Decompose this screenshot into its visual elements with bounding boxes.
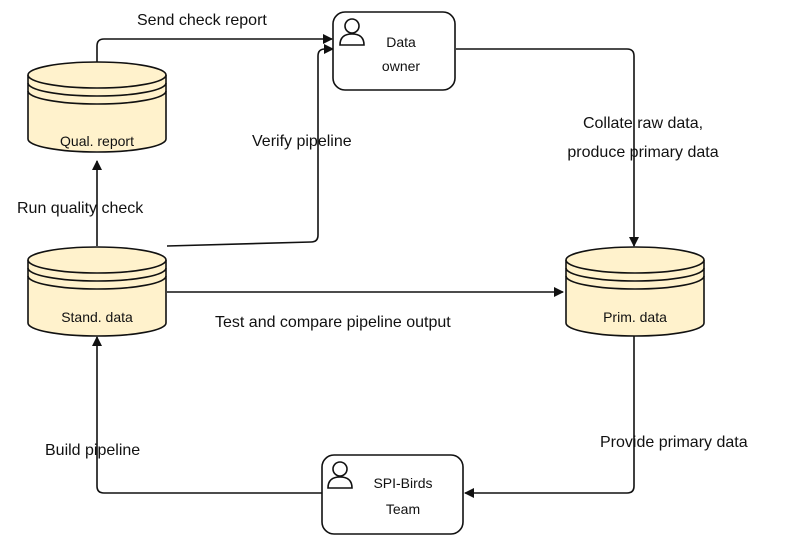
edge-label-verify-pipeline: Verify pipeline: [252, 133, 352, 150]
stand-data-database: Stand. data: [27, 246, 167, 337]
edge-label-build-pipeline: Build pipeline: [45, 442, 140, 459]
edge-collate-raw-data: [456, 48, 639, 247]
edge-label-provide-primary-data: Provide primary data: [600, 434, 748, 451]
edge-label-send-check-report: Send check report: [137, 12, 267, 29]
edge-label-run-quality-check: Run quality check: [17, 200, 144, 217]
stand-data-label: Stand. data: [61, 309, 133, 325]
data-owner-label-line2: owner: [382, 58, 420, 74]
person-icon: [327, 461, 353, 489]
spi-birds-team-box: SPI-Birds Team: [321, 454, 464, 535]
edge-verify-pipeline: [166, 44, 334, 247]
edge-build-pipeline: [92, 336, 322, 494]
data-owner-box: Data owner: [332, 11, 456, 91]
edge-label-collate-line2: produce primary data: [567, 144, 718, 161]
data-owner-label-line1: Data: [386, 34, 416, 50]
prim-data-database: Prim. data: [565, 246, 705, 337]
person-icon: [339, 18, 365, 46]
edge-send-check-report: [96, 34, 333, 67]
qual-report-label: Qual. report: [60, 133, 134, 149]
spi-birds-team-label-line2: Team: [386, 501, 420, 517]
spi-birds-team-label-line1: SPI-Birds: [373, 475, 432, 491]
edge-label-test-and-compare: Test and compare pipeline output: [215, 314, 451, 331]
qual-report-database: Qual. report: [27, 61, 167, 153]
edge-label-collate-line1: Collate raw data,: [583, 115, 703, 132]
prim-data-label: Prim. data: [603, 309, 667, 325]
edge-provide-primary-data: [464, 336, 635, 498]
